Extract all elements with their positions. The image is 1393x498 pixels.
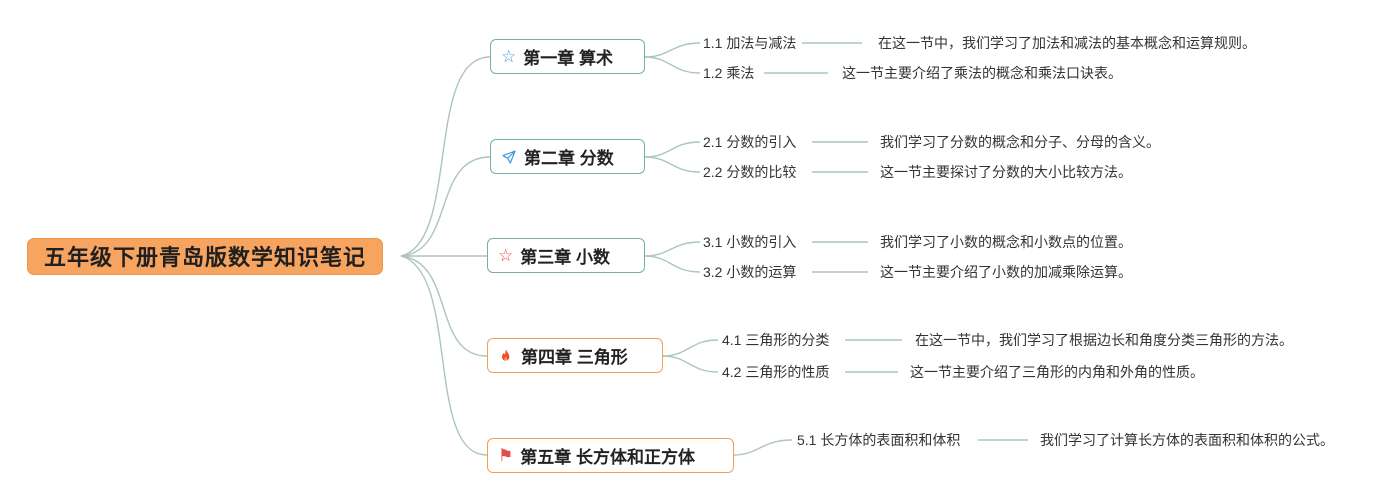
- flag-icon: ⚑: [498, 446, 514, 465]
- chapter-title: 第四章 三角形: [521, 348, 628, 367]
- chapter-title: 第三章 小数: [520, 248, 610, 267]
- topic-node[interactable]: 2.1 分数的引入: [703, 134, 797, 150]
- topic-node[interactable]: 3.2 小数的运算: [703, 264, 797, 280]
- topic-node[interactable]: 4.1 三角形的分类: [722, 332, 830, 348]
- chapter-title: 第五章 长方体和正方体: [520, 448, 695, 467]
- topic-node[interactable]: 4.2 三角形的性质: [722, 364, 830, 380]
- topic-description-node[interactable]: 我们学习了分数的概念和分子、分母的含义。: [880, 134, 1160, 150]
- topic-description-node[interactable]: 这一节主要探讨了分数的大小比较方法。: [880, 164, 1132, 180]
- chapter-node-fractions[interactable]: 第二章 分数: [490, 139, 645, 174]
- topic-description-node[interactable]: 这一节主要介绍了小数的加减乘除运算。: [880, 264, 1132, 280]
- topic-description-node[interactable]: 在这一节中，我们学习了加法和减法的基本概念和运算规则。: [878, 35, 1256, 51]
- topic-node[interactable]: 5.1 长方体的表面积和体积: [797, 432, 961, 448]
- chapter-title: 第二章 分数: [524, 149, 614, 168]
- chapter-node-triangles[interactable]: 第四章 三角形: [487, 338, 663, 373]
- star-outline-blue-icon: ☆: [501, 47, 517, 66]
- flame-icon: [498, 348, 514, 364]
- topic-description-node[interactable]: 这一节主要介绍了三角形的内角和外角的性质。: [910, 364, 1204, 380]
- topic-node[interactable]: 1.2 乘法: [703, 65, 755, 81]
- chapter-node-arithmetic[interactable]: ☆ 第一章 算术: [490, 39, 645, 74]
- topic-description-node[interactable]: 我们学习了小数的概念和小数点的位置。: [880, 234, 1132, 250]
- topic-node[interactable]: 3.1 小数的引入: [703, 234, 797, 250]
- chapter-node-cuboids[interactable]: ⚑ 第五章 长方体和正方体: [487, 438, 734, 473]
- topic-description-node[interactable]: 这一节主要介绍了乘法的概念和乘法口诀表。: [842, 65, 1122, 81]
- topic-description-node[interactable]: 我们学习了计算长方体的表面积和体积的公式。: [1040, 432, 1334, 448]
- star-outline-red-icon: ☆: [498, 246, 514, 265]
- root-node[interactable]: 五年级下册青岛版数学知识笔记: [27, 238, 384, 275]
- paper-plane-icon: [501, 149, 517, 165]
- topic-node[interactable]: 2.2 分数的比较: [703, 164, 797, 180]
- chapter-node-decimals[interactable]: ☆ 第三章 小数: [487, 238, 645, 273]
- topic-description-node[interactable]: 在这一节中，我们学习了根据边长和角度分类三角形的方法。: [915, 332, 1293, 348]
- topic-node[interactable]: 1.1 加法与减法: [703, 35, 797, 51]
- chapter-title: 第一章 算术: [523, 49, 613, 68]
